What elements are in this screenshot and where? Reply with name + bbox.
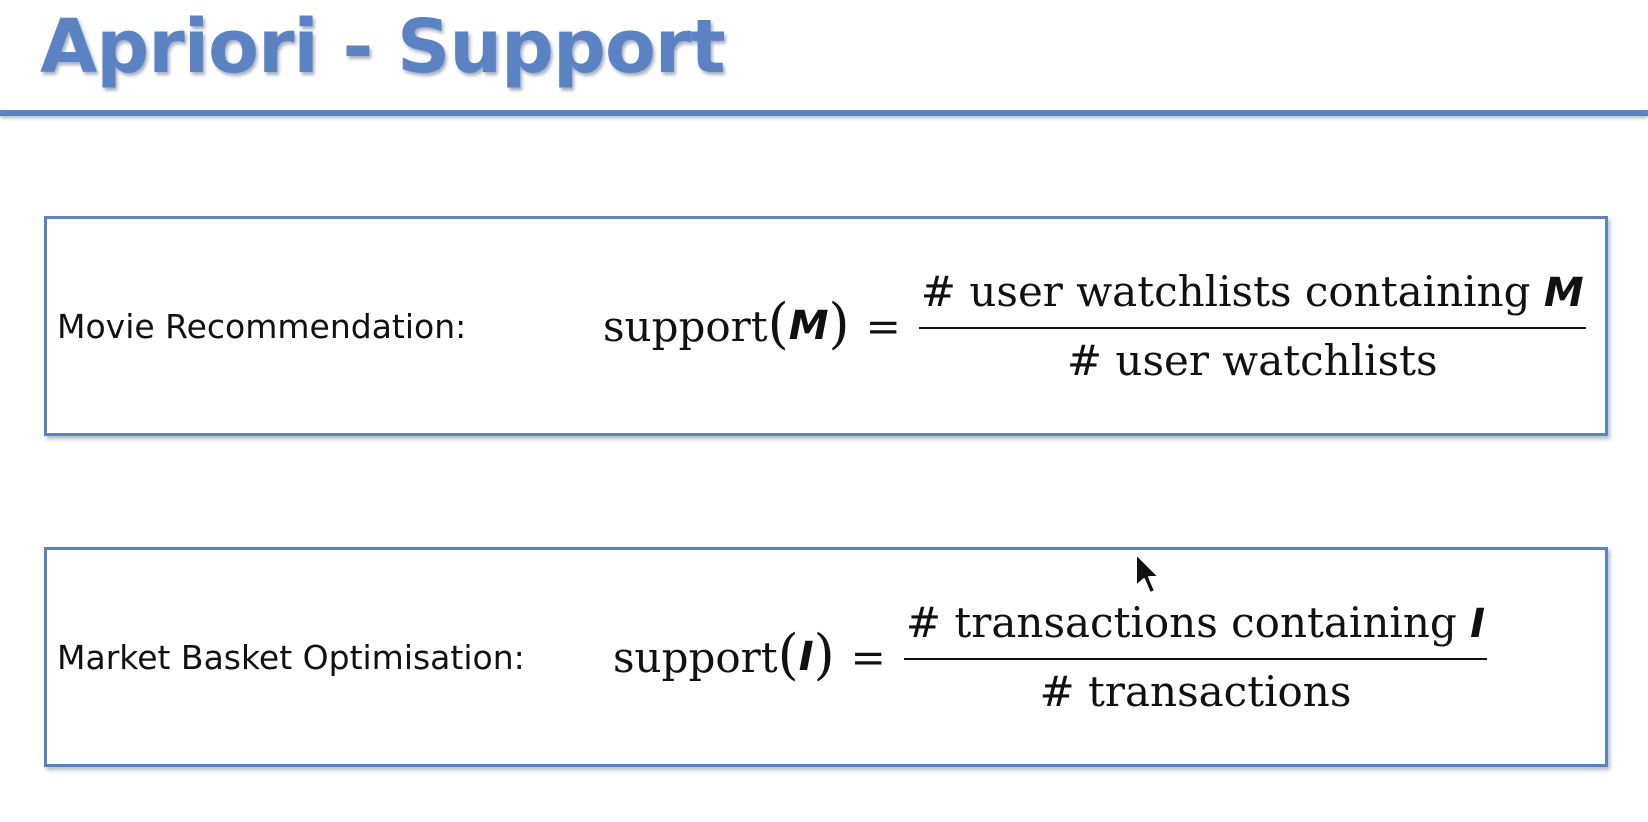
formula-lhs: support(M)	[603, 292, 850, 355]
equals-sign: =	[850, 632, 886, 682]
numerator: # transactions containing I	[904, 595, 1487, 658]
movie-recommendation-label: Movie Recommendation:	[57, 306, 467, 346]
movie-support-formula: support(M) = # user watchlists containin…	[603, 219, 1586, 433]
support-function: support	[603, 301, 768, 351]
movie-recommendation-box: Movie Recommendation: support(M) = # use…	[44, 216, 1608, 436]
numerator-variable-m: M	[1543, 269, 1584, 316]
close-paren: )	[828, 292, 850, 355]
title-divider	[0, 110, 1648, 116]
fraction: # user watchlists containing M # user wa…	[918, 264, 1586, 389]
variable-m: M	[788, 303, 829, 349]
support-function: support	[613, 632, 778, 682]
open-paren: (	[777, 623, 799, 686]
slide-title: Apriori - Support	[40, 4, 726, 90]
fraction: # transactions containing I # transactio…	[903, 595, 1487, 720]
fraction-bar	[918, 326, 1586, 329]
denominator: # transactions	[1039, 666, 1352, 716]
open-paren: (	[767, 292, 789, 355]
numerator-text: # user watchlists containing	[920, 266, 1544, 316]
equals-sign: =	[865, 301, 901, 351]
market-basket-box: Market Basket Optimisation: support(I) =…	[44, 547, 1608, 767]
numerator: # user watchlists containing M	[919, 264, 1586, 327]
fraction-bar	[903, 657, 1487, 660]
market-basket-label: Market Basket Optimisation:	[57, 637, 525, 677]
close-paren: )	[813, 623, 835, 686]
basket-support-formula: support(I) = # transactions containing I…	[613, 550, 1487, 764]
denominator: # user watchlists	[1066, 335, 1438, 385]
numerator-variable-i: I	[1470, 600, 1485, 647]
numerator-text: # transactions containing	[905, 597, 1471, 647]
mouse-pointer-icon	[1135, 553, 1160, 594]
variable-i: I	[798, 634, 814, 680]
formula-lhs: support(I)	[613, 623, 835, 686]
